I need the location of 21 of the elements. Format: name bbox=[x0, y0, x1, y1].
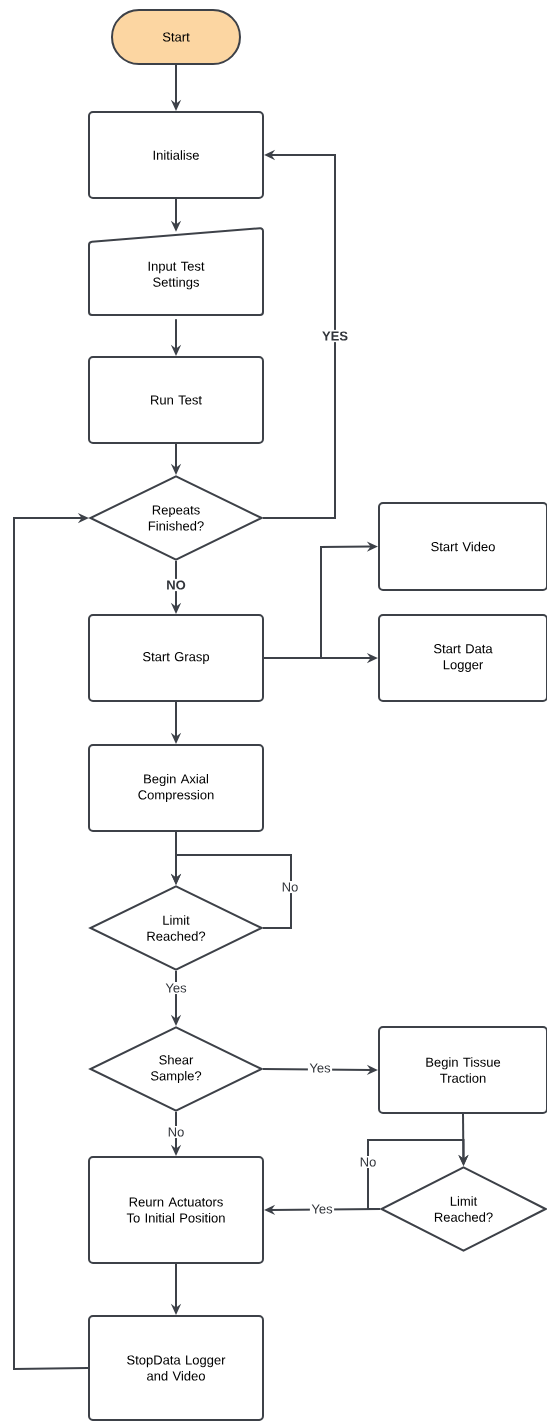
edge-label: No bbox=[358, 1156, 378, 1169]
process-box: Start Video bbox=[378, 502, 547, 591]
arrow bbox=[13, 512, 89, 1371]
edge-label: Yes bbox=[309, 1203, 335, 1216]
start-terminal: Start bbox=[111, 9, 241, 65]
edge-label: YES bbox=[320, 329, 350, 343]
process-box: Reurn Actuators To Initial Position bbox=[88, 1156, 264, 1264]
input-box: Input Test Settings bbox=[88, 227, 264, 316]
process-box: Start Grasp bbox=[88, 614, 264, 702]
edge-label: Yes bbox=[307, 1062, 333, 1075]
edge-label: Yes bbox=[163, 982, 189, 995]
process-box: StopData Logger and Video bbox=[88, 1315, 264, 1421]
edge-label: NO bbox=[164, 578, 188, 592]
process-box: Start Data Logger bbox=[378, 614, 547, 702]
edge-label: No bbox=[280, 880, 300, 894]
process-box: Initialise bbox=[88, 111, 264, 199]
process-box: Begin Tissue Traction bbox=[378, 1026, 547, 1114]
process-box: Begin Axial Compression bbox=[88, 744, 264, 832]
edge-label: No bbox=[166, 1126, 186, 1139]
arrow bbox=[367, 1139, 469, 1210]
process-box: Run Test bbox=[88, 356, 264, 444]
